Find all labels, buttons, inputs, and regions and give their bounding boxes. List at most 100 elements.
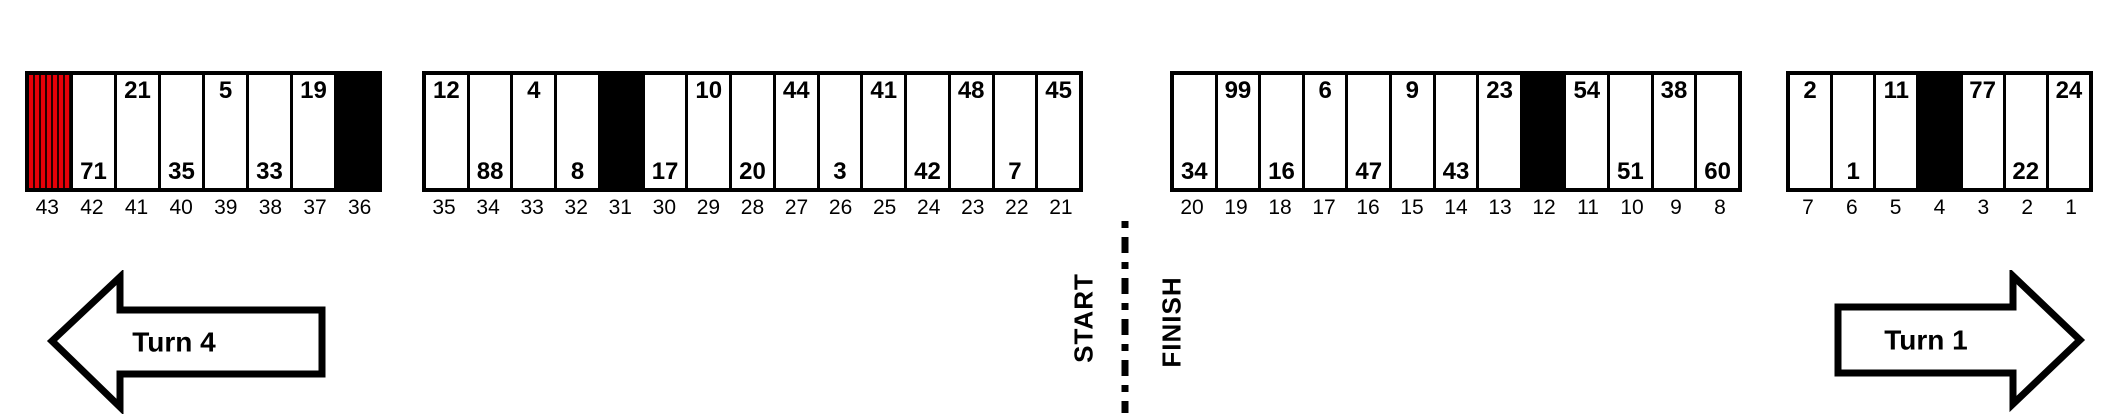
- car-number: 8: [570, 157, 585, 185]
- stall-number-label: 11: [1577, 196, 1599, 219]
- pit-stall-28: 20: [732, 75, 776, 188]
- stall-number-label: 12: [1532, 196, 1556, 219]
- stall-number-label: 25: [872, 196, 897, 219]
- car-number: 33: [256, 157, 283, 185]
- pit-stall-36: [337, 75, 378, 188]
- car-number: 43: [1442, 157, 1470, 185]
- pit-stall-2: 22: [2005, 75, 2049, 188]
- car-number: 60: [1704, 157, 1731, 185]
- pit-stall-16: 47: [1348, 75, 1393, 188]
- stall-number-label: 2: [2021, 196, 2034, 219]
- car-number: 24: [2055, 77, 2083, 104]
- car-number: 41: [870, 77, 898, 104]
- car-number: 88: [476, 157, 504, 185]
- pit-stall-30: 17: [644, 75, 689, 188]
- finish-label: FINISH: [1156, 276, 1187, 368]
- stall-number-label: 42: [80, 196, 104, 219]
- car-number: 34: [1180, 157, 1208, 185]
- stall-number-label: 17: [1312, 196, 1336, 219]
- car-number: 47: [1355, 157, 1383, 185]
- pit-stall-3: 77: [1962, 75, 2006, 188]
- stall-number-label: 37: [303, 196, 327, 219]
- pit-stall-25: 41: [863, 75, 908, 188]
- pit-stall-12: [1522, 75, 1567, 188]
- pit-stall-24: 42: [907, 75, 951, 188]
- stall-number-label: 22: [1005, 196, 1029, 219]
- pit-stall-19: 99: [1217, 75, 1262, 188]
- car-number: 20: [739, 157, 766, 185]
- pit-stall-13: 23: [1479, 75, 1523, 188]
- stall-number-label: 32: [564, 196, 588, 219]
- car-number: 5: [218, 77, 233, 104]
- stall-number-label: 30: [652, 196, 677, 219]
- pit-stall-11: 54: [1566, 75, 1611, 188]
- car-number: 9: [1405, 77, 1420, 104]
- car-number: 16: [1268, 157, 1295, 185]
- car-number: 1: [1846, 157, 1860, 185]
- stall-number-label: 16: [1356, 196, 1380, 219]
- car-number: 51: [1617, 157, 1644, 185]
- stall-number-label: 8: [1714, 196, 1726, 219]
- stall-number-label: 29: [696, 196, 721, 219]
- stall-number-label: 3: [1977, 196, 1990, 219]
- stall-number-label: 19: [1224, 196, 1248, 219]
- stall-number-label: 5: [1889, 196, 1902, 219]
- car-number: 45: [1045, 77, 1072, 104]
- pit-stall-1: 24: [2048, 75, 2089, 188]
- stall-number-label: 34: [476, 196, 500, 219]
- pit-stall-4: [1919, 75, 1963, 188]
- car-number: 17: [651, 157, 679, 185]
- stall-number-label: 9: [1670, 196, 1682, 219]
- stall-number-label: 31: [608, 196, 632, 219]
- pit-stall-43: [29, 75, 73, 188]
- pit-stall-41: 21: [117, 75, 161, 188]
- stall-number-label: 4: [1933, 196, 1946, 219]
- pit-stall-38: 33: [249, 75, 293, 188]
- pit-stall-9: 38: [1653, 75, 1698, 188]
- stall-number-label: 6: [1845, 196, 1858, 219]
- car-number: 19: [300, 77, 327, 104]
- stall-number-label: 43: [35, 196, 59, 219]
- car-number: 10: [695, 77, 723, 104]
- car-number: 22: [2012, 157, 2040, 185]
- stall-number-label: 14: [1444, 196, 1468, 219]
- stall-number-label: 33: [520, 196, 544, 219]
- pit-stall-32: 8: [557, 75, 601, 188]
- pit-stall-27: 44: [775, 75, 820, 188]
- car-number: 71: [80, 157, 107, 185]
- car-number: 12: [433, 77, 460, 104]
- pit-stall-31: [600, 75, 645, 188]
- stall-number-label: 15: [1400, 196, 1424, 219]
- pit-stall-23: 48: [950, 75, 995, 188]
- pit-stall-17: 6: [1304, 75, 1349, 188]
- stall-number-label: 23: [961, 196, 985, 219]
- car-number: 48: [957, 77, 985, 104]
- car-number: 54: [1573, 77, 1601, 104]
- stall-number-label: 40: [169, 196, 193, 219]
- pit-stall-39: 5: [205, 75, 249, 188]
- pit-stall-29: 10: [688, 75, 733, 188]
- turn-4-arrow-shape: [46, 270, 326, 414]
- pit-stall-8: 60: [1697, 75, 1738, 188]
- pit-stall-6: 1: [1833, 75, 1877, 188]
- pit-stall-35: 12: [426, 75, 470, 188]
- car-number: 21: [124, 77, 151, 104]
- pit-stall-18: 16: [1261, 75, 1305, 188]
- pit-stall-21: 45: [1038, 75, 1080, 188]
- stall-number-label: 26: [828, 196, 853, 219]
- stall-number-label: 1: [2065, 196, 2077, 219]
- stall-number-label: 36: [348, 196, 372, 219]
- pit-stall-26: 3: [819, 75, 864, 188]
- pit-stall-42: 71: [73, 75, 117, 188]
